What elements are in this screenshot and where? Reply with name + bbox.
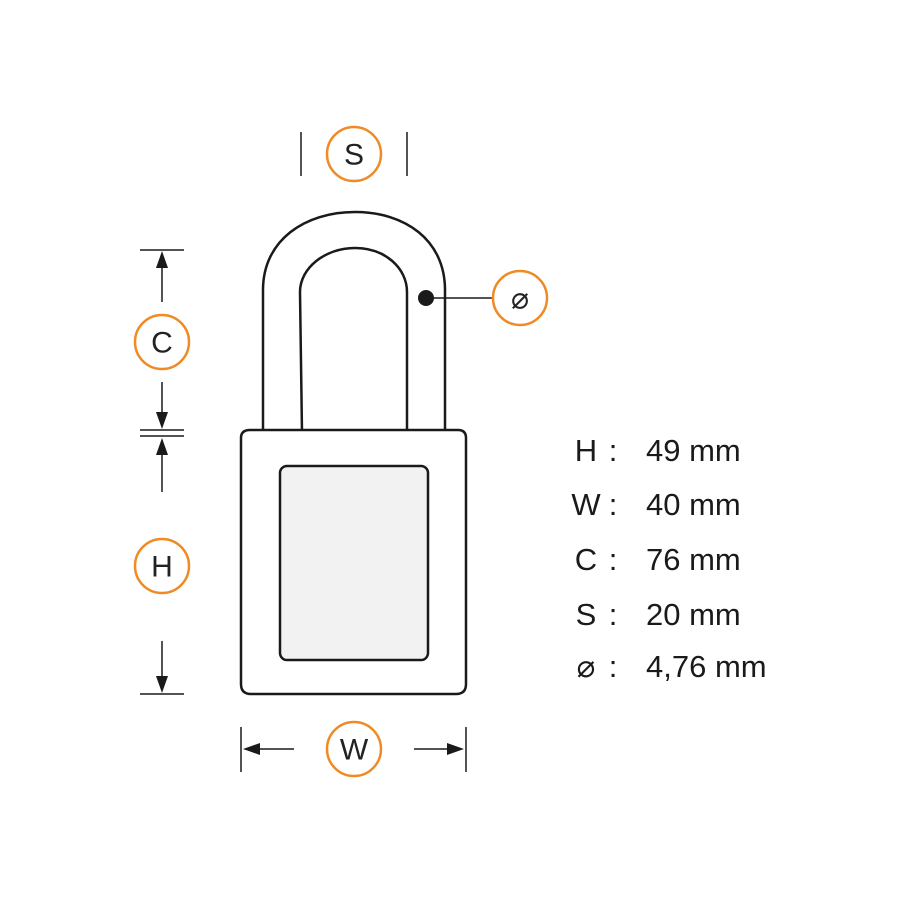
spec-value: 20 mm [646, 597, 741, 632]
dimension-diameter [418, 290, 492, 306]
spec-key: H [575, 433, 597, 468]
shackle-inner-outline [298, 246, 409, 434]
spec-row-c: C : 76 mm [575, 542, 741, 577]
badge-s: S [325, 125, 383, 183]
c-arrow-down-head [156, 412, 168, 429]
padlock-label-panel [278, 464, 430, 662]
badge-h-label: H [151, 551, 173, 584]
c-arrow-up-head [156, 251, 168, 268]
spec-separator: : [609, 597, 618, 632]
badge-diameter-label: ⌀ [511, 283, 529, 316]
w-arrow-right-head [447, 743, 464, 755]
spec-list: H : 49 mm W : 40 mm C : 76 mm S : 20 mm … [571, 433, 766, 684]
dimension-h [140, 435, 184, 695]
spec-separator: : [609, 542, 618, 577]
spec-value: 4,76 mm [646, 649, 767, 684]
badge-s-label: S [344, 139, 364, 172]
spec-value: 76 mm [646, 542, 741, 577]
badge-w-label: W [340, 734, 369, 767]
dimension-w [240, 727, 467, 772]
badge-s-ring [325, 125, 383, 183]
spec-row-diameter: ⌀ : 4,76 mm [577, 649, 767, 684]
badge-c-label: C [151, 327, 173, 360]
badge-h: H [133, 537, 191, 595]
dimension-c [140, 249, 184, 431]
spec-row-s: S : 20 mm [576, 597, 741, 632]
h-arrow-down-head [156, 676, 168, 693]
badge-w-ring [325, 720, 383, 778]
spec-key: C [575, 542, 597, 577]
badge-h-ring [133, 537, 191, 595]
spec-key: S [576, 597, 597, 632]
badge-w: W [325, 720, 383, 778]
spec-value: 40 mm [646, 487, 741, 522]
badge-diameter: ⌀ [491, 269, 549, 327]
spec-row-h: H : 49 mm [575, 433, 741, 468]
shackle-outer-outline [261, 210, 447, 433]
h-arrow-up-head [156, 438, 168, 455]
badge-c-ring [133, 313, 191, 371]
spec-key: W [571, 487, 601, 522]
spec-separator: : [609, 433, 618, 468]
spec-row-w: W : 40 mm [571, 487, 740, 522]
spec-separator: : [609, 649, 618, 684]
padlock-shackle [261, 210, 447, 434]
spec-separator: : [609, 487, 618, 522]
badge-diameter-ring [491, 269, 549, 327]
spec-key: ⌀ [577, 649, 596, 684]
dimension-s [300, 132, 408, 176]
w-arrow-left-head [243, 743, 260, 755]
spec-value: 49 mm [646, 433, 741, 468]
badge-c: C [133, 313, 191, 371]
padlock-body [239, 428, 468, 696]
